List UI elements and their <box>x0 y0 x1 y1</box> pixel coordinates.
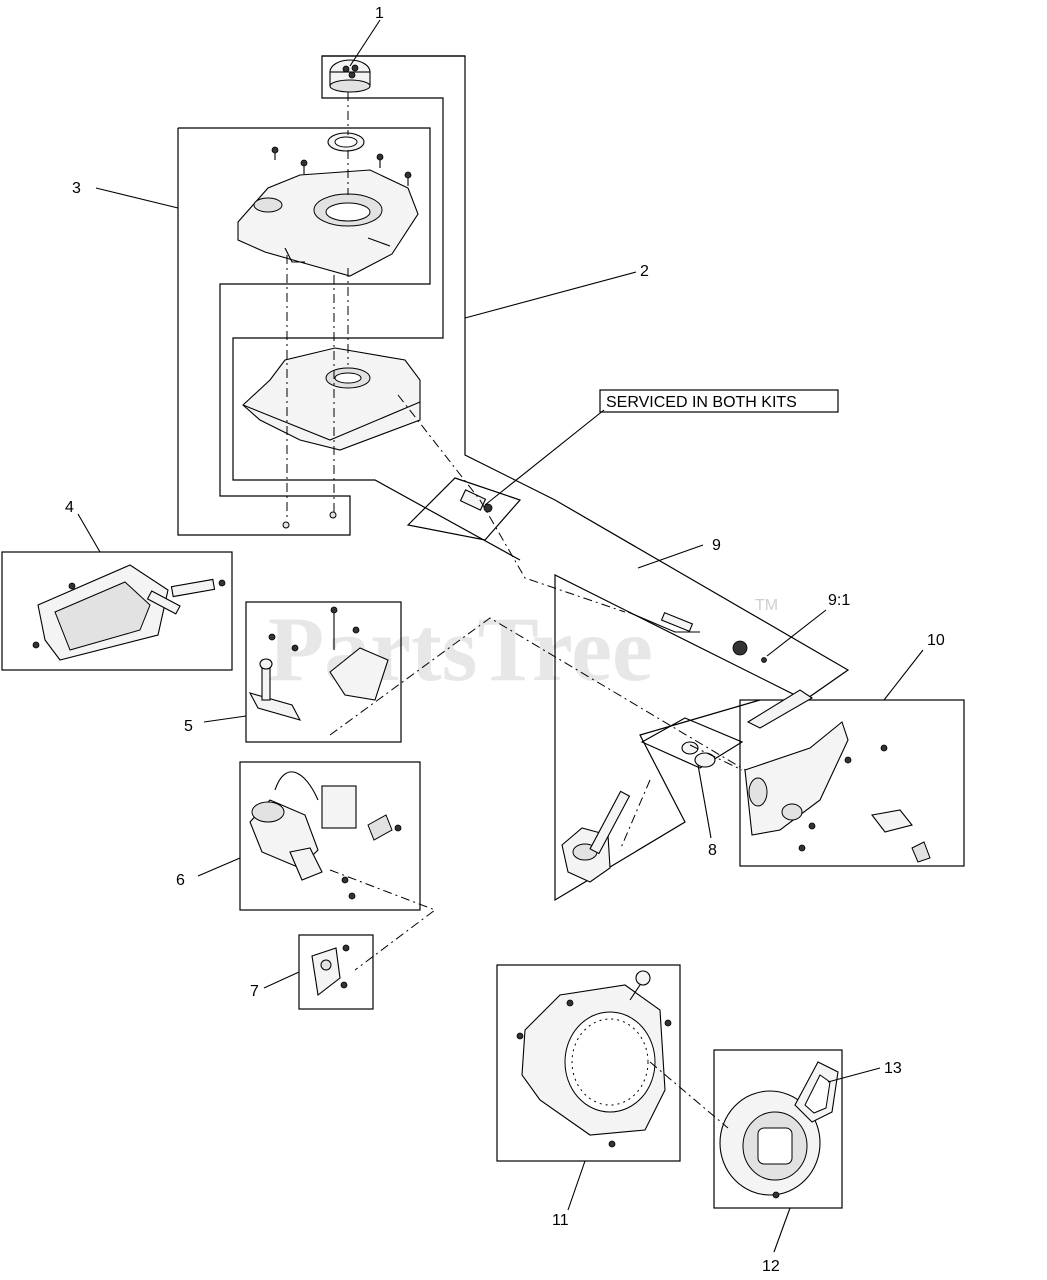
governor-part <box>744 721 931 863</box>
fuel-tank-part <box>242 347 421 451</box>
fuel-cap-part <box>329 59 371 93</box>
leader-lines <box>77 19 924 1253</box>
callout-13: 13 <box>884 1060 902 1077</box>
callout-9: 9 <box>712 537 721 554</box>
callout-11: 11 <box>552 1212 569 1229</box>
cover-screws <box>271 146 412 186</box>
carburetor-part <box>561 790 631 883</box>
callout-3: 3 <box>72 180 81 197</box>
recoil-box-12 <box>713 1049 843 1209</box>
tank-cover-box <box>177 127 431 536</box>
bracket-box-4 <box>1 551 233 671</box>
fuel-line-part <box>627 611 748 656</box>
assembly-lines <box>286 92 746 1129</box>
callout-10: 10 <box>927 632 945 649</box>
insulator-part <box>681 741 716 768</box>
bracket-4-part <box>32 564 226 661</box>
callout-2: 2 <box>640 263 649 280</box>
callout-8: 8 <box>708 842 717 859</box>
cap-box <box>232 55 521 561</box>
callout-12: 12 <box>762 1258 780 1275</box>
governor-box-10 <box>739 699 965 867</box>
starter-box-6 <box>239 761 421 911</box>
bracket-5-part <box>248 606 389 721</box>
bracket-7-part <box>311 944 350 997</box>
shared-part-box <box>406 477 522 541</box>
insulator-box-8 <box>640 717 744 769</box>
watermark: PartsTree <box>268 598 653 700</box>
serviced-note: SERVICED IN BOTH KITS <box>599 389 839 413</box>
blower-housing-part <box>516 970 672 1148</box>
callout-5: 5 <box>184 718 193 735</box>
bracket-box-5 <box>245 601 402 743</box>
callout-9-1: 9:1 <box>828 592 850 609</box>
fuel-line-9-1-part <box>746 657 814 729</box>
fuel-valve-part <box>459 489 493 513</box>
recoil-starter-part <box>719 1090 821 1199</box>
recoil-handle-part <box>794 1061 839 1123</box>
callout-1: 1 <box>375 5 384 22</box>
starter-part <box>249 771 402 900</box>
callout-7: 7 <box>250 983 259 1000</box>
callout-4: 4 <box>65 499 74 516</box>
tank-cover-part <box>237 169 419 277</box>
serviced-note-text: SERVICED IN BOTH KITS <box>606 394 797 411</box>
watermark-tm: TM <box>755 597 778 614</box>
callout-6: 6 <box>176 872 185 889</box>
blower-box-11 <box>496 964 681 1162</box>
